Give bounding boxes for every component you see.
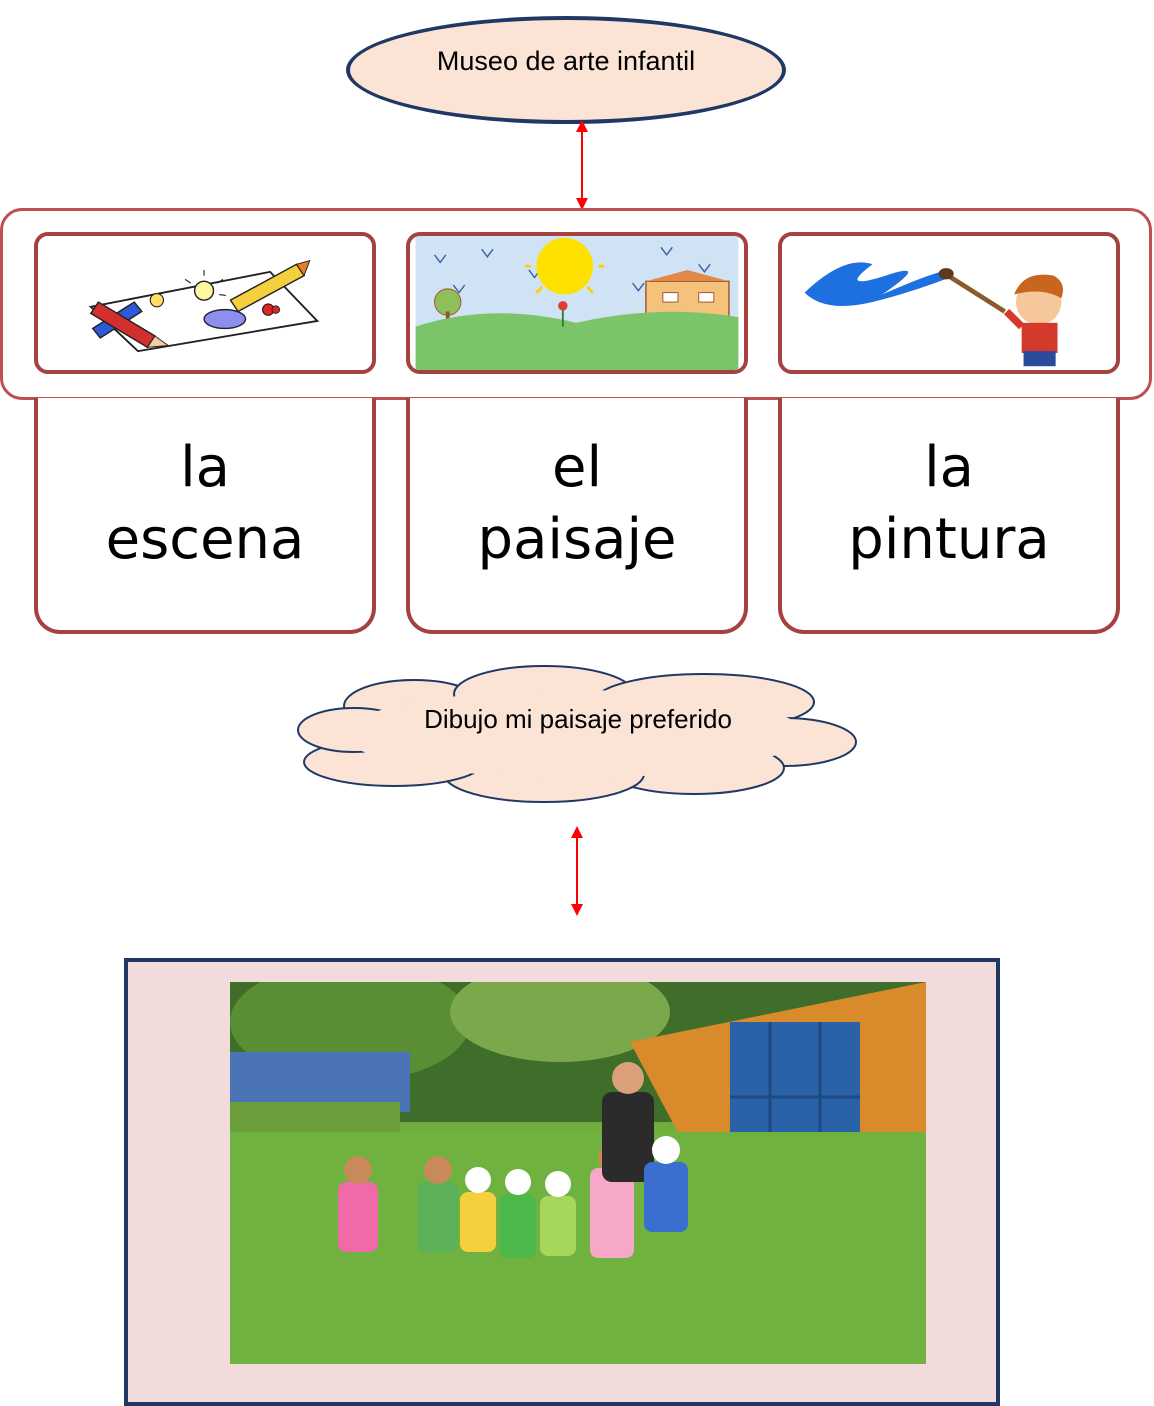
title-oval-label: Museo de arte infantil <box>436 45 696 76</box>
children-group-photo <box>230 982 926 1364</box>
child-painting-icon <box>778 232 1120 374</box>
double-arrow-bottom <box>567 826 587 916</box>
landscape-drawing-icon <box>406 232 748 374</box>
cloud-label: Dibujo mi paisaje preferido <box>424 704 732 734</box>
cloud-shape <box>294 662 864 813</box>
crayon-drawing-icon <box>34 232 376 374</box>
card-word-pintura: la pintura <box>778 398 1120 634</box>
card-noun: paisaje <box>477 507 677 572</box>
double-arrow-top <box>572 120 592 210</box>
card-article: el <box>551 435 602 500</box>
card-noun: pintura <box>848 507 1050 572</box>
title-oval: Museo de arte infantil <box>346 16 786 124</box>
card-word-escena: la escena <box>34 398 376 634</box>
card-noun: escena <box>105 507 305 572</box>
card-word-paisaje: el paisaje <box>406 398 748 634</box>
card-article: la <box>180 435 230 500</box>
card-article: la <box>924 435 974 500</box>
